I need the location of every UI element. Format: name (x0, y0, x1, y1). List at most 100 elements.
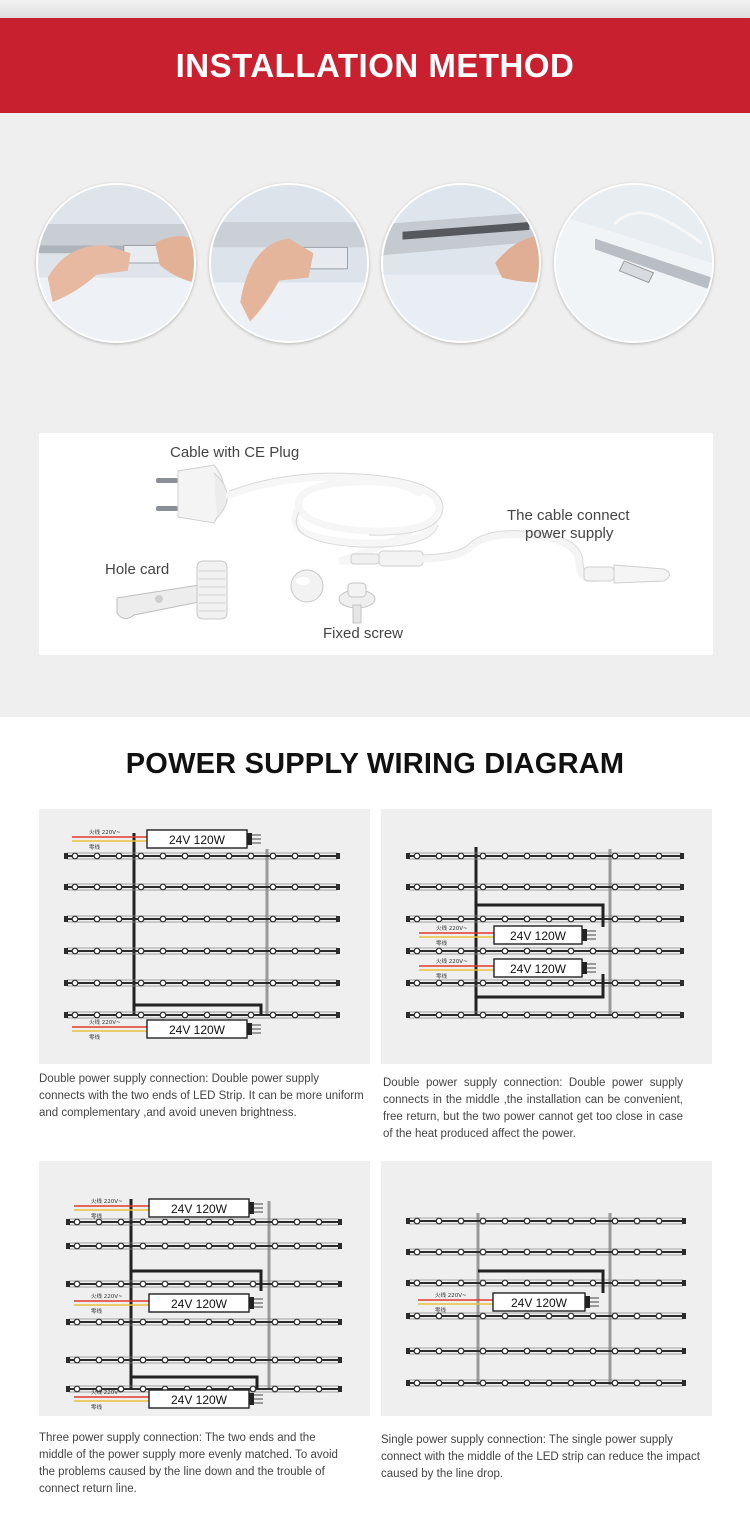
power-supply-label: 24V 120W (510, 929, 567, 943)
led-dot (137, 979, 145, 987)
led-dot (633, 1379, 641, 1387)
led-dot (95, 1218, 103, 1226)
power-supply-label: 24V 120W (511, 1296, 568, 1310)
cable-connect-label-line1: The cable connect (507, 507, 630, 524)
led-dot (293, 1280, 301, 1288)
led-dot (633, 883, 641, 891)
neutral-wire-label: 零线 (89, 1033, 101, 1041)
led-dot (545, 852, 553, 860)
led-dot (269, 852, 277, 860)
led-dot (479, 1217, 487, 1225)
led-strip (64, 947, 340, 955)
coiled-cable-outline (228, 472, 444, 548)
led-dot (501, 947, 509, 955)
led-dot (611, 1217, 619, 1225)
led-dot (291, 915, 299, 923)
led-dot (501, 1217, 509, 1225)
led-dot (457, 1312, 465, 1320)
led-dot (315, 1242, 323, 1250)
led-dot (293, 1218, 301, 1226)
led-dot (589, 883, 597, 891)
led-dot (205, 1318, 213, 1326)
led-dot (183, 1218, 191, 1226)
led-dot (545, 979, 553, 987)
live-wire-label: 火线 220V~ (91, 1197, 123, 1205)
fixed-screw-icon (338, 582, 376, 624)
led-dot (611, 947, 619, 955)
led-strip (64, 915, 340, 923)
led-dot (205, 1218, 213, 1226)
led-dot (93, 1011, 101, 1019)
led-dot (181, 1011, 189, 1019)
led-dot (479, 1248, 487, 1256)
top-strip (0, 0, 750, 18)
led-dot (269, 883, 277, 891)
led-strip (66, 1356, 342, 1364)
cable-connect-label-line2: power supply (525, 525, 614, 542)
led-dot (73, 1280, 81, 1288)
led-dot (293, 1356, 301, 1364)
led-dot (589, 1279, 597, 1287)
installation-photo-2 (209, 183, 369, 343)
led-dot (159, 883, 167, 891)
led-dot (611, 1347, 619, 1355)
led-strip (406, 883, 684, 891)
led-dot (523, 947, 531, 955)
led-dot (457, 883, 465, 891)
led-dot (117, 1280, 125, 1288)
led-dot (545, 947, 553, 955)
led-dot (313, 979, 321, 987)
led-dot (523, 883, 531, 891)
led-dot (435, 1279, 443, 1287)
led-dot (523, 979, 531, 987)
led-dot (545, 1312, 553, 1320)
led-dot (313, 1011, 321, 1019)
led-dot (655, 1217, 663, 1225)
led-dot (181, 947, 189, 955)
led-strip (406, 1379, 686, 1387)
led-dot (655, 979, 663, 987)
led-dot (413, 1011, 421, 1019)
installation-photo-1 (36, 183, 196, 343)
led-dot (567, 1347, 575, 1355)
led-dot (117, 1242, 125, 1250)
led-dot (269, 1011, 277, 1019)
neutral-wire-label: 零线 (91, 1307, 103, 1315)
led-dot (269, 979, 277, 987)
led-dot (247, 1011, 255, 1019)
led-strip (64, 1011, 340, 1019)
led-dot (293, 1385, 301, 1393)
led-dot (501, 979, 509, 987)
live-wire-label: 火线 220V~ (91, 1388, 123, 1396)
led-dot (95, 1242, 103, 1250)
led-dot (269, 915, 277, 923)
led-dot (545, 1248, 553, 1256)
led-dot (611, 883, 619, 891)
led-dot (315, 1318, 323, 1326)
led-dot (457, 1248, 465, 1256)
led-dot (435, 915, 443, 923)
led-dot (501, 1312, 509, 1320)
led-dot (137, 852, 145, 860)
led-dot (291, 947, 299, 955)
led-dot (589, 947, 597, 955)
led-dot (93, 852, 101, 860)
led-dot (457, 947, 465, 955)
led-dot (227, 1242, 235, 1250)
led-dot (93, 947, 101, 955)
led-dot (633, 915, 641, 923)
led-dot (203, 852, 211, 860)
led-dot (315, 1218, 323, 1226)
led-dot (589, 1217, 597, 1225)
led-dot (225, 915, 233, 923)
led-dot (183, 1280, 191, 1288)
led-dot (71, 883, 79, 891)
led-dot (435, 1347, 443, 1355)
led-dot (249, 1356, 257, 1364)
led-dot (457, 979, 465, 987)
led-dot (567, 1217, 575, 1225)
